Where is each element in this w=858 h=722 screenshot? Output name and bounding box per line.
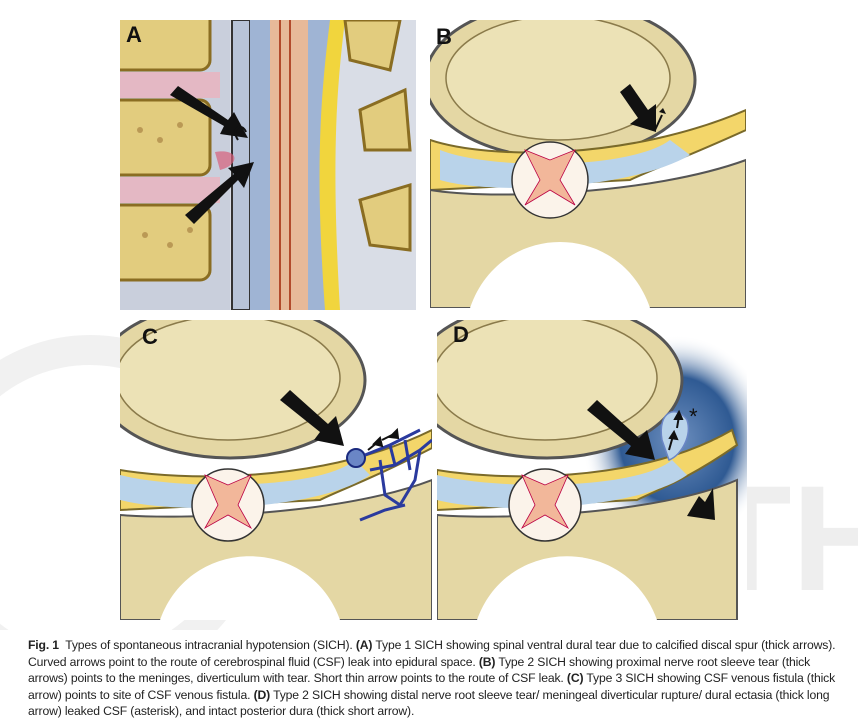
thick-arrow [280, 390, 344, 446]
panel-label: D [453, 322, 469, 347]
thin-arrow [668, 409, 684, 451]
curved-arrow [234, 167, 247, 181]
asterisk: * [689, 404, 698, 429]
caption-text-b: Type 2 SICH showing proximal nerve root … [28, 654, 811, 686]
vertebral-body [120, 20, 212, 282]
caption-text-d: Type 2 SICH showing distal nerve root sl… [28, 687, 830, 719]
thick-short-arrow [687, 488, 715, 520]
panel-d: * D [437, 320, 747, 620]
venous-plexus [359, 428, 432, 522]
intervertebral-disc [120, 72, 220, 203]
caption-intro: Types of spontaneous intracranial hypote… [65, 638, 353, 652]
caption-label-b: (B) [478, 654, 496, 669]
caption-text-a: Type 1 SICH showing spinal ventral dural… [28, 638, 836, 669]
curved-arrow [234, 125, 247, 141]
panel-c: C [120, 320, 432, 620]
caption-label-a: (A) [355, 638, 373, 652]
panel-a: A [120, 20, 416, 310]
figure-caption: Fig. 1 Types of spontaneous intracranial… [28, 637, 838, 720]
thin-arrow [654, 114, 663, 131]
thick-long-arrow [587, 400, 655, 460]
panel-label: C [142, 324, 158, 349]
panel-label: A [126, 22, 142, 47]
caption-text-c: Type 3 SICH showing CSF venous fistula (… [28, 671, 836, 702]
caption-label-c: (C) [566, 671, 584, 686]
thin-arrow [367, 427, 400, 451]
diverticulum [346, 448, 366, 468]
caption-label-d: (D) [253, 687, 271, 702]
panel-label: B [436, 24, 452, 49]
panel-b: B [430, 20, 746, 308]
thick-arrow [620, 84, 656, 132]
figure-label: Fig. 1 [28, 638, 59, 652]
